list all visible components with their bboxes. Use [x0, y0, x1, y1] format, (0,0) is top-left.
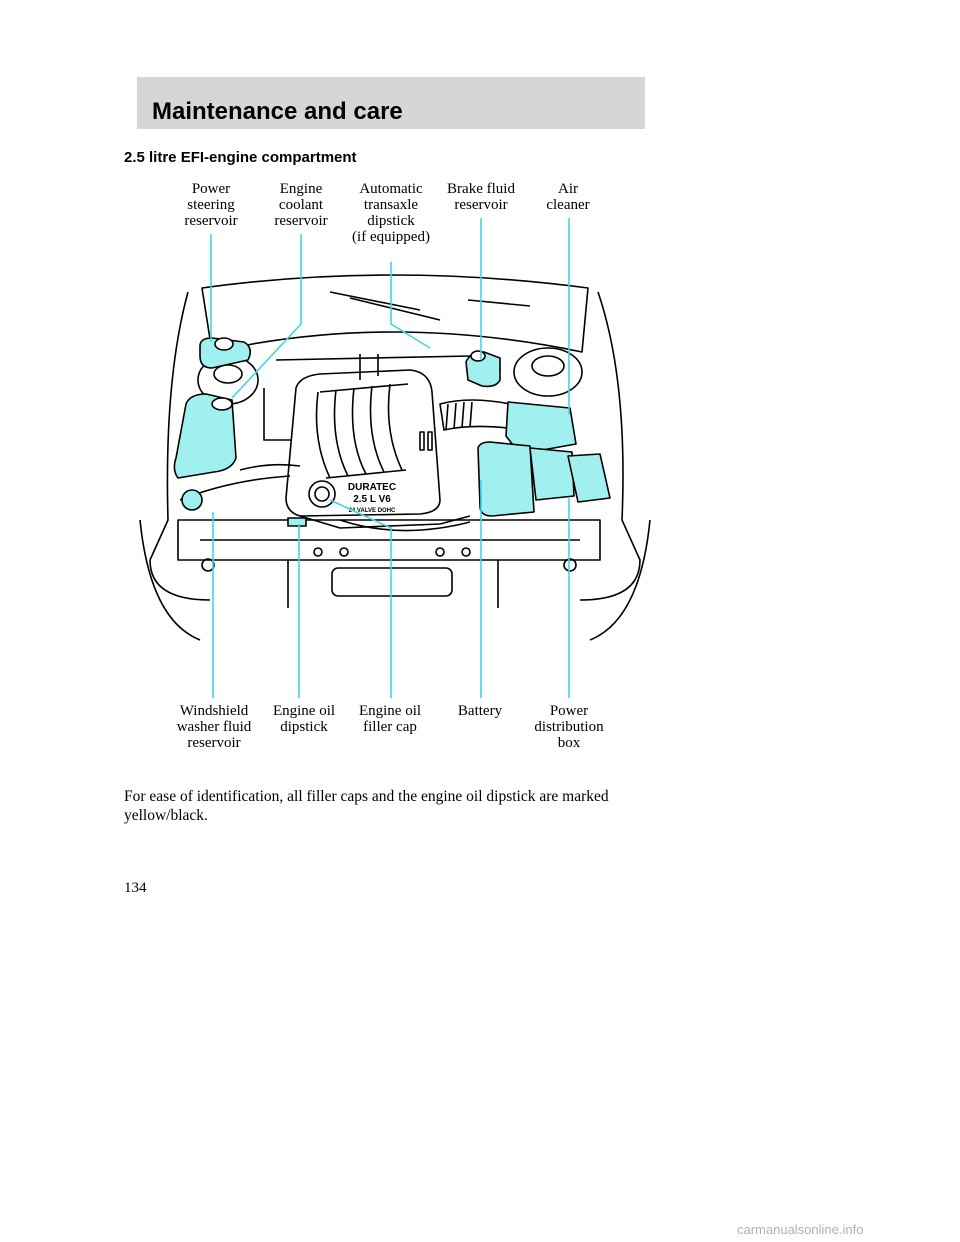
leader-oil-filler: [329, 499, 392, 698]
leader-engine-coolant: [231, 234, 302, 399]
engine-badge-line2: 2.5 L V6: [353, 494, 391, 505]
label-power-distribution-box: Power distribution box: [534, 703, 604, 751]
label-battery: Battery: [457, 703, 503, 719]
battery-shape: [477, 441, 535, 517]
engine-block: [285, 369, 441, 517]
leader-transaxle-dipstick: [390, 262, 431, 349]
coolant-cap-shape: [181, 489, 203, 511]
page-number: 134: [124, 880, 147, 896]
label-washer-fluid-reservoir: Windshield washer fluid reservoir: [176, 703, 252, 751]
body-paragraph: For ease of identification, all filler c…: [124, 788, 609, 824]
right-fender: [579, 291, 641, 601]
left-fender: [149, 291, 211, 601]
section-title: 2.5 litre EFI-engine compartment: [124, 149, 357, 166]
engine-badge-line3: 24 VALVE DOHC: [349, 508, 396, 514]
engine-compartment-diagram: DURATEC 2.5 L V6 24 VALVE DOHC: [139, 218, 651, 698]
page-header-title: Maintenance and care: [152, 98, 403, 125]
label-engine-oil-filler-cap: Engine oil filler cap: [358, 703, 422, 735]
engine-badge-line1: DURATEC: [348, 482, 396, 493]
oil-filler-cap: [308, 480, 336, 508]
label-air-cleaner: Air cleaner: [546, 181, 590, 213]
washer-fluid-reservoir-shape: [173, 393, 237, 479]
power-distribution-box-shape: [567, 453, 611, 503]
label-transaxle-dipstick: Automatic transaxle dipstick (if equippe…: [352, 181, 430, 245]
label-power-steering-reservoir: Power steering reservoir: [184, 181, 238, 229]
label-brake-fluid-reservoir: Brake fluid reservoir: [447, 181, 515, 213]
label-engine-oil-dipstick: Engine oil dipstick: [272, 703, 336, 735]
label-engine-coolant-reservoir: Engine coolant reservoir: [274, 181, 328, 229]
header-band: [137, 77, 645, 129]
footer-watermark: carmanualsonline.info: [737, 1222, 864, 1237]
hood-outline: [201, 274, 589, 353]
power-steering-reservoir-shape: [199, 337, 252, 369]
oil-dipstick-handle: [287, 517, 307, 527]
battery-top: [529, 447, 575, 501]
